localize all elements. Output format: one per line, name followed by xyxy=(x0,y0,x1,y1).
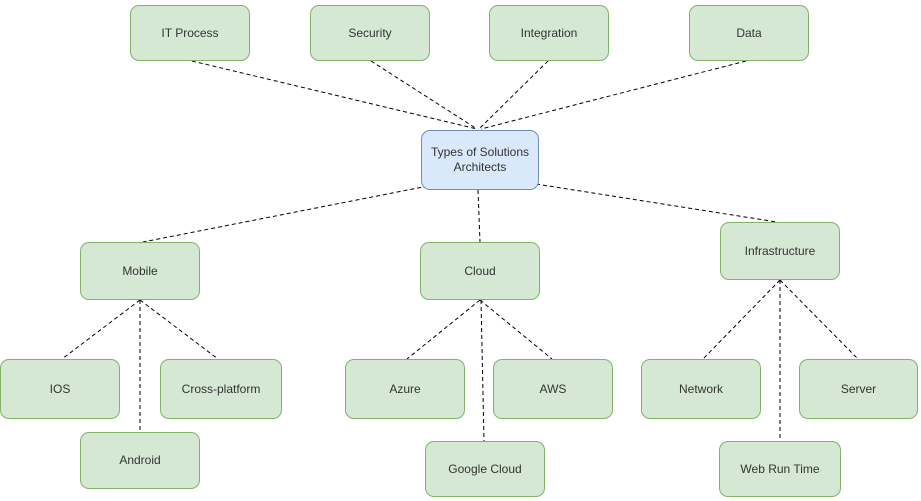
node-root[interactable]: Types of Solutions Architects xyxy=(421,130,539,190)
edge-root-to-cloud xyxy=(477,189,481,243)
node-label: Android xyxy=(119,453,161,467)
node-label: Security xyxy=(348,25,392,40)
edge-root-to-mobile xyxy=(142,185,429,243)
node-integration[interactable]: Integration xyxy=(489,5,609,61)
node-label: IT Process xyxy=(161,25,219,40)
node-label: Cloud xyxy=(464,263,496,278)
node-label: Cross-platform xyxy=(181,381,261,396)
node-label: Server xyxy=(840,381,877,396)
node-aws[interactable]: AWS xyxy=(493,359,613,419)
node-ios[interactable]: IOS xyxy=(0,359,120,419)
edge-integration-to-root xyxy=(478,60,549,130)
node-label: Azure xyxy=(389,381,421,396)
node-android[interactable]: Android xyxy=(80,432,200,489)
edge-mobile-to-cross-platform xyxy=(139,299,219,360)
node-label: Types of Solutions Architects xyxy=(430,145,530,174)
edge-it-process-to-root xyxy=(191,60,478,130)
node-it-process[interactable]: IT Process xyxy=(130,5,250,61)
node-label: AWS xyxy=(539,381,567,396)
node-web-run-time[interactable]: Web Run Time xyxy=(719,441,841,497)
node-server[interactable]: Server xyxy=(799,359,918,419)
node-cross-platform[interactable]: Cross-platform xyxy=(160,359,282,419)
node-data[interactable]: Data xyxy=(689,5,809,61)
node-label: Infrastructure xyxy=(744,243,816,258)
node-azure[interactable]: Azure xyxy=(345,359,465,419)
edge-infrastructure-to-server xyxy=(779,279,859,360)
edge-security-to-root xyxy=(370,60,478,130)
edge-cloud-to-google-cloud xyxy=(480,299,485,442)
node-label: Google Cloud xyxy=(448,461,522,476)
node-label: IOS xyxy=(49,381,71,396)
edge-root-to-infrastructure xyxy=(535,183,778,223)
node-label: Web Run Time xyxy=(740,461,820,476)
node-security[interactable]: Security xyxy=(310,5,430,61)
node-mobile[interactable]: Mobile xyxy=(80,242,200,300)
edge-cloud-to-azure xyxy=(406,299,481,360)
node-network[interactable]: Network xyxy=(641,359,761,419)
node-label: Data xyxy=(736,25,762,40)
node-infrastructure[interactable]: Infrastructure xyxy=(720,222,840,280)
node-label: Network xyxy=(678,381,723,396)
node-google-cloud[interactable]: Google Cloud xyxy=(425,441,545,497)
node-cloud[interactable]: Cloud xyxy=(420,242,540,300)
edge-infrastructure-to-network xyxy=(702,279,781,360)
edge-mobile-to-ios xyxy=(61,299,141,360)
node-label: Mobile xyxy=(122,263,158,278)
edge-cloud-to-aws xyxy=(479,299,553,360)
edge-data-to-root xyxy=(480,60,747,130)
node-label: Integration xyxy=(520,25,578,40)
